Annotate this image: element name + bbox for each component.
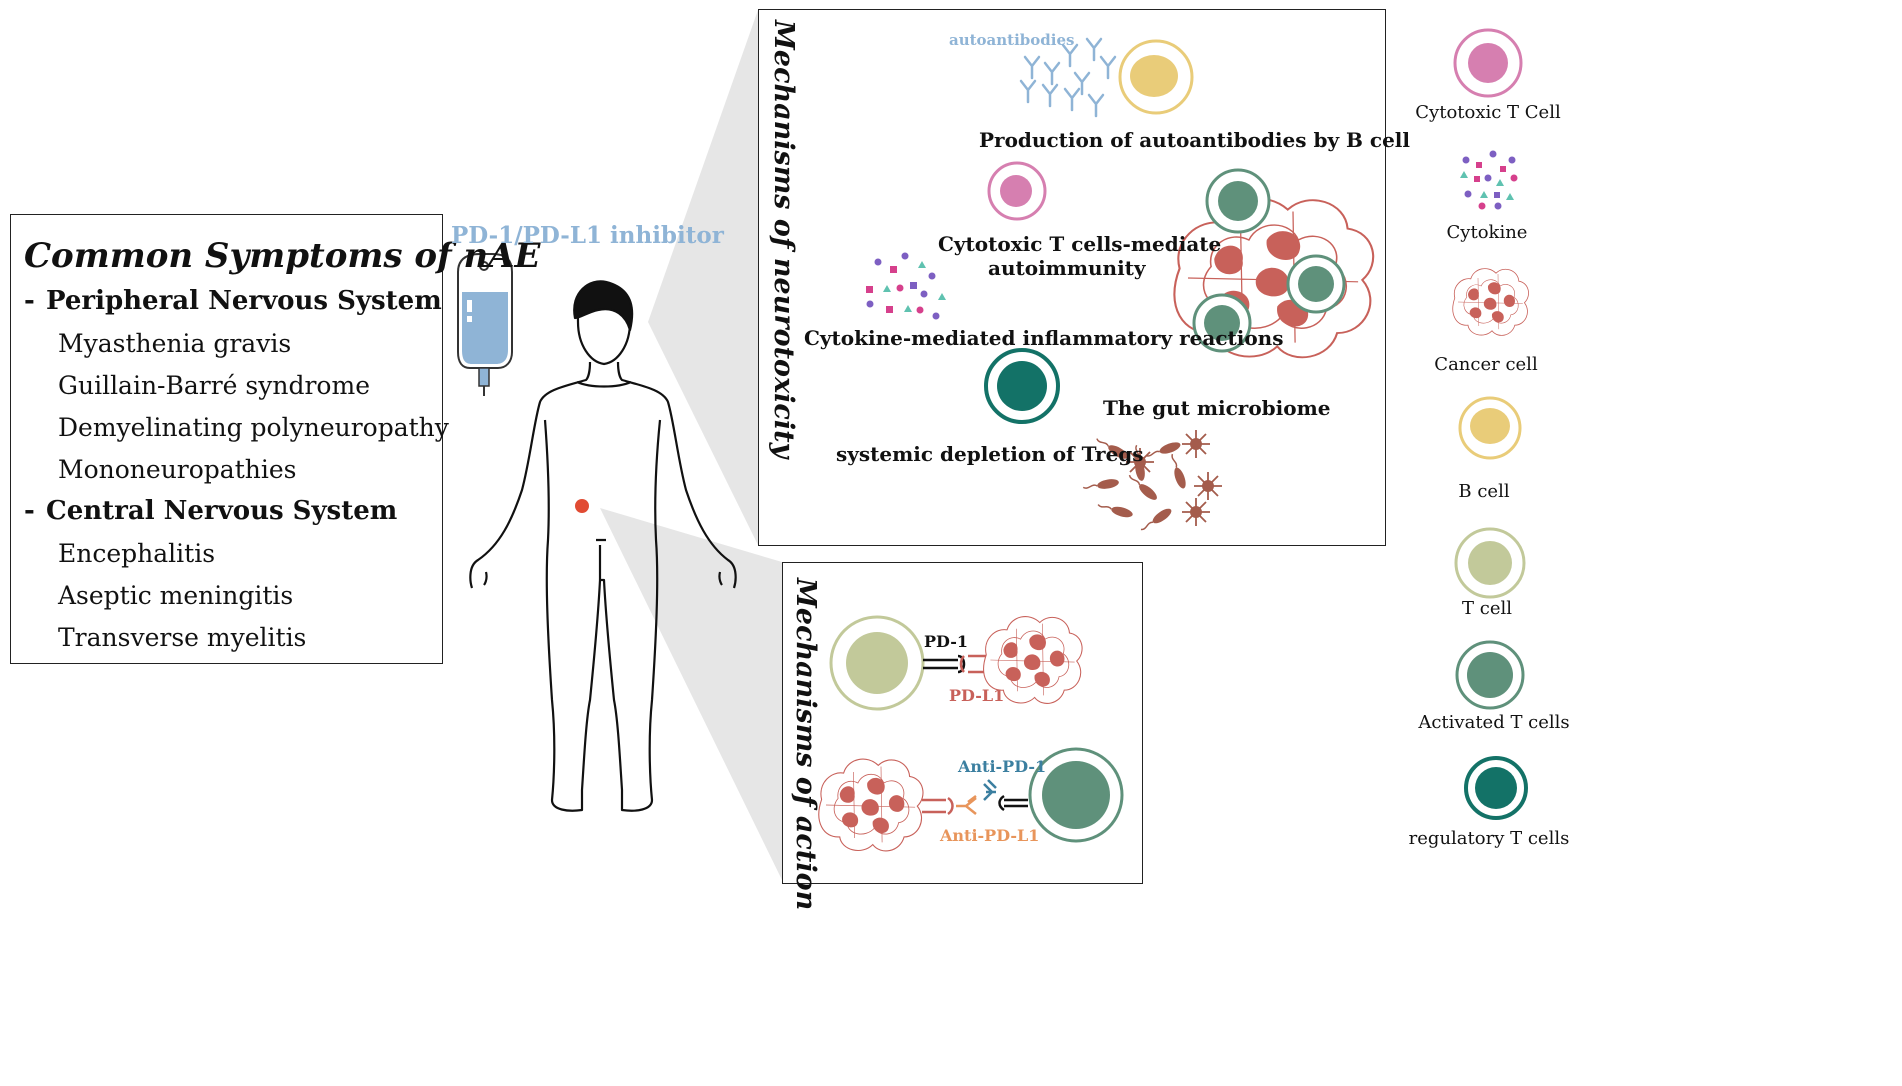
inhibitor-label: PD-1/PD-L1 inhibitor xyxy=(451,222,724,249)
legend-label: Cytokine xyxy=(1446,222,1528,243)
pd1-label: PD-1 xyxy=(924,632,968,651)
action-wedge xyxy=(600,508,782,880)
legend-b-cell-icon xyxy=(1458,396,1522,460)
neurotoxicity-box xyxy=(758,9,1386,546)
action-title: Mechanisms of action xyxy=(790,578,821,911)
symptom-item: Mononeuropathies xyxy=(58,455,297,484)
anti-pdl1-label: Anti-PD-L1 xyxy=(940,826,1040,845)
t-cell-icon xyxy=(829,615,925,711)
cytokine-icon xyxy=(866,252,946,320)
symptom-item: Transverse myelitis xyxy=(58,623,307,652)
pd1-receptor-icon xyxy=(923,654,966,674)
central-bullet: - xyxy=(24,496,35,526)
pd1-bottom-icon xyxy=(998,794,1028,812)
legend-label: B cell xyxy=(1458,481,1510,502)
legend-regulatory-t-cell-icon xyxy=(1464,756,1528,820)
symptoms-box xyxy=(10,214,443,664)
legend-activated-t-cell-icon xyxy=(1455,640,1525,710)
symptom-item: Demyelinating polyneuropathy xyxy=(58,413,449,442)
peripheral-heading: Peripheral Nervous System xyxy=(46,286,442,316)
central-heading: Central Nervous System xyxy=(46,496,398,526)
anti-pd1-antibody-icon xyxy=(983,779,997,801)
b-cell-icon xyxy=(1118,39,1194,115)
legend-label: regulatory T cells xyxy=(1408,828,1570,849)
anti-pdl1-antibody-icon xyxy=(956,795,977,815)
symptom-item: Aseptic meningitis xyxy=(58,581,294,610)
anti-pd1-label: Anti-PD-1 xyxy=(958,757,1047,776)
cytokine-caption: Cytokine-mediated inflammatory reactions xyxy=(804,326,1284,350)
legend-label: Cytotoxic T Cell xyxy=(1415,102,1561,123)
t-cell-caption-line1: Cytotoxic T cells-mediate xyxy=(938,232,1222,256)
legend-cancer-cell-icon xyxy=(1452,268,1529,336)
peripheral-bullet: - xyxy=(24,286,35,316)
regulatory-t-cell-icon xyxy=(984,348,1060,424)
activated-t-cell-icon-action xyxy=(1028,747,1124,843)
symptom-item: Guillain-Barré syndrome xyxy=(58,371,370,400)
action-box xyxy=(782,562,1143,884)
legend-cytokine-icon xyxy=(1460,150,1518,210)
symptom-item: Myasthenia gravis xyxy=(58,329,292,358)
microbiome-caption: The gut microbiome xyxy=(1103,396,1331,420)
b-cell-caption: Production of autoantibodies by B cell xyxy=(979,128,1411,152)
symptom-item: Encephalitis xyxy=(58,539,216,568)
legend-label: Cancer cell xyxy=(1434,354,1538,375)
legend-cytotoxic-t-cell-icon xyxy=(1453,28,1523,98)
pdl1-label: PD-L1 xyxy=(949,686,1005,705)
legend-t-cell-icon xyxy=(1454,527,1526,599)
pdl1-bottom-icon xyxy=(922,796,954,816)
activated-t-cell-icon xyxy=(1192,168,1346,353)
iv-bag-icon xyxy=(457,253,513,396)
cytotoxic-t-cell-icon xyxy=(987,161,1047,221)
autoantibodies-label: autoantibodies xyxy=(949,31,1075,49)
human-body-icon xyxy=(469,280,737,812)
treg-caption: systemic depletion of Tregs xyxy=(836,442,1144,466)
legend-label: Activated T cells xyxy=(1418,712,1570,733)
t-cell-caption-line2: autoimmunity xyxy=(988,256,1146,280)
tumor-dot xyxy=(575,499,589,513)
neurotoxicity-wedge xyxy=(648,10,758,545)
symptoms-title: Common Symptoms of nAE xyxy=(24,236,541,276)
legend-label: T cell xyxy=(1462,598,1512,619)
neurotoxicity-title: Mechanisms of neurotoxicity xyxy=(768,20,799,459)
